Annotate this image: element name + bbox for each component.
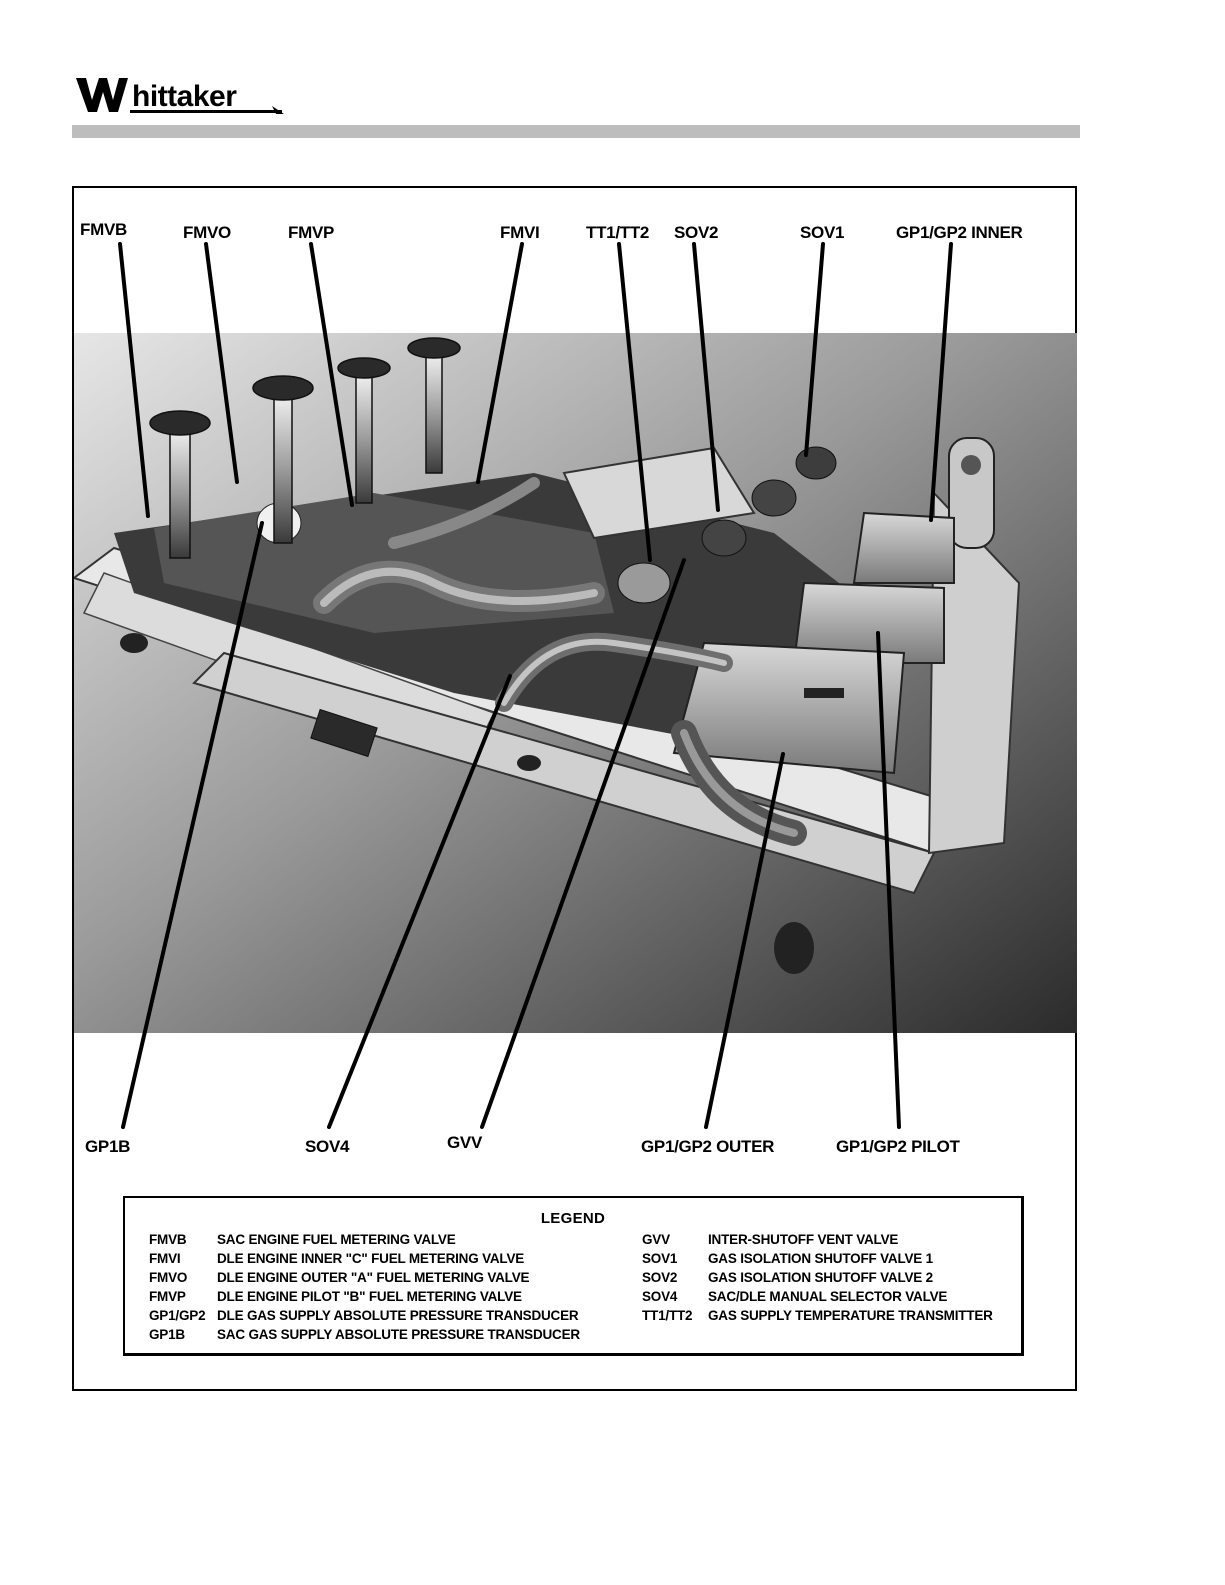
callout-gp-outer: GP1/GP2 OUTER xyxy=(641,1137,775,1156)
legend-desc: SAC ENGINE FUEL METERING VALVE xyxy=(217,1232,456,1247)
legend-row: FMVO DLE ENGINE OUTER "A" FUEL METERING V… xyxy=(149,1268,619,1287)
legend-row: SOV4 SAC/DLE MANUAL SELECTOR VALVE xyxy=(642,1287,1012,1306)
callout-gp-pilot: GP1/GP2 PILOT xyxy=(836,1137,960,1156)
legend-row: FMVP DLE ENGINE PILOT "B" FUEL METERING V… xyxy=(149,1287,619,1306)
legend-row: GP1/GP2 DLE GAS SUPPLY ABSOLUTE PRESSURE … xyxy=(149,1306,619,1325)
legend-code: FMVB xyxy=(149,1232,187,1247)
legend-row: GVV INTER-SHUTOFF VENT VALVE xyxy=(642,1230,1012,1249)
callout-fmvo: FMVO xyxy=(183,223,231,242)
legend-desc: DLE GAS SUPPLY ABSOLUTE PRESSURE TRANSDU… xyxy=(217,1308,579,1323)
whittaker-logo: hittaker xyxy=(76,78,284,114)
legend-desc: DLE ENGINE PILOT "B" FUEL METERING VALVE xyxy=(217,1289,522,1304)
callout-fmvp: FMVP xyxy=(288,223,335,242)
legend-code: GP1/GP2 xyxy=(149,1308,206,1323)
legend-desc: GAS SUPPLY TEMPERATURE TRANSMITTER xyxy=(708,1308,993,1323)
callout-gp1b: GP1B xyxy=(85,1137,131,1156)
legend-desc: SAC/DLE MANUAL SELECTOR VALVE xyxy=(708,1289,948,1304)
callout-gp-inner: GP1/GP2 INNER xyxy=(896,223,1023,242)
legend-desc: DLE ENGINE OUTER "A" FUEL METERING VALVE xyxy=(217,1270,530,1285)
svg-text:hittaker: hittaker xyxy=(132,80,237,113)
legend-desc: GAS ISOLATION SHUTOFF VALVE 1 xyxy=(708,1251,933,1266)
legend-code: SOV4 xyxy=(642,1289,678,1304)
fuel-skid-photo xyxy=(74,333,1077,1033)
callout-sov1: SOV1 xyxy=(800,223,845,242)
callout-sov4: SOV4 xyxy=(305,1137,350,1156)
legend-desc: SAC GAS SUPPLY ABSOLUTE PRESSURE TRANSDU… xyxy=(217,1327,580,1342)
callout-sov2: SOV2 xyxy=(674,223,719,242)
legend-code: FMVP xyxy=(149,1289,186,1304)
legend-row: FMVB SAC ENGINE FUEL METERING VALVE xyxy=(149,1230,619,1249)
legend-code: TT1/TT2 xyxy=(642,1308,693,1323)
legend-row: TT1/TT2 GAS SUPPLY TEMPERATURE TRANSMITTE… xyxy=(642,1306,1012,1325)
legend-column-left: FMVB SAC ENGINE FUEL METERING VALVE FMVI D… xyxy=(149,1230,619,1344)
callout-fmvi: FMVI xyxy=(500,223,540,242)
legend-row: SOV1 GAS ISOLATION SHUTOFF VALVE 1 xyxy=(642,1249,1012,1268)
legend-code: FMVI xyxy=(149,1251,181,1266)
callout-gvv: GVV xyxy=(447,1133,483,1152)
callout-fmvb: FMVB xyxy=(80,220,127,239)
header-rule xyxy=(72,125,1080,138)
legend-code: SOV1 xyxy=(642,1251,678,1266)
legend-desc: INTER-SHUTOFF VENT VALVE xyxy=(708,1232,899,1247)
legend-row: SOV2 GAS ISOLATION SHUTOFF VALVE 2 xyxy=(642,1268,1012,1287)
legend-code: SOV2 xyxy=(642,1270,678,1285)
legend-row: GP1B SAC GAS SUPPLY ABSOLUTE PRESSURE TRA… xyxy=(149,1325,619,1344)
legend-title: LEGEND xyxy=(540,1210,606,1227)
legend-desc: GAS ISOLATION SHUTOFF VALVE 2 xyxy=(708,1270,933,1285)
callout-tt1-tt2: TT1/TT2 xyxy=(586,223,650,242)
legend-code: GP1B xyxy=(149,1327,185,1342)
legend-code: GVV xyxy=(642,1232,670,1247)
legend-desc: DLE ENGINE INNER "C" FUEL METERING VALVE xyxy=(217,1251,525,1266)
legend-code: FMVO xyxy=(149,1270,188,1285)
legend-row: FMVI DLE ENGINE INNER "C" FUEL METERING V… xyxy=(149,1249,619,1268)
legend-box: LEGEND FMVB SAC ENGINE FUEL METERING VALV… xyxy=(123,1196,1024,1356)
